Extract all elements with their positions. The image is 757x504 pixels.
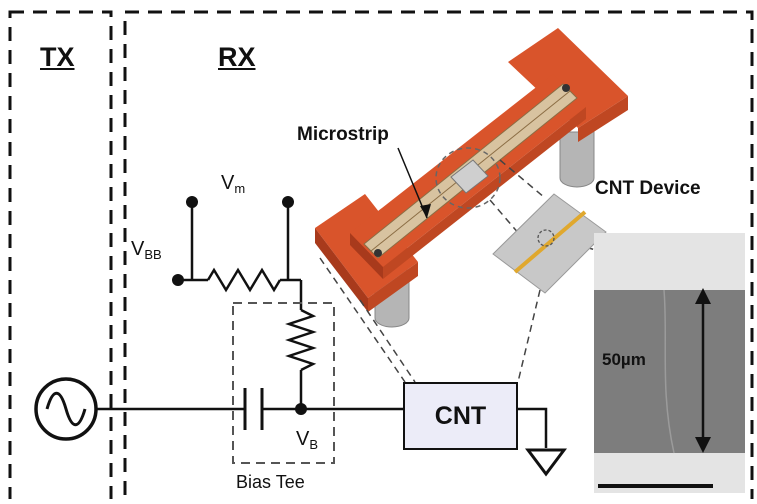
zoom-line-2 (359, 299, 416, 383)
bias-tee-box (232, 302, 335, 464)
vb-label: VB (296, 428, 319, 452)
vm-label: Vm (221, 172, 246, 196)
microstrip-fixture (315, 28, 628, 328)
ground-wire (518, 407, 548, 448)
vbb-label: VBB (131, 238, 162, 262)
sem-image (594, 233, 745, 493)
zoom-line-3 (517, 289, 541, 383)
cnt-device-label: CNT Device (595, 178, 701, 199)
bias-tee-label: Bias Tee (236, 472, 305, 492)
tx-region-border (8, 10, 113, 504)
ac-source-icon (34, 377, 98, 441)
cnt-device-chip (492, 193, 607, 294)
resistor-zigzag (206, 267, 282, 293)
ground-icon (525, 448, 567, 477)
node-vb (295, 403, 307, 415)
microstrip-label: Microstrip (297, 124, 389, 145)
zoom-line-4 (499, 159, 546, 199)
inductor-coil (285, 308, 317, 372)
rx-region-border (123, 10, 754, 504)
cnt-box: CNT (403, 382, 518, 450)
scale-label: 50µm (602, 350, 646, 369)
vm-right-terminal (282, 196, 294, 208)
vbb-terminal (172, 274, 184, 286)
tx-label: TX (40, 42, 75, 72)
vm-left-terminal (186, 196, 198, 208)
zoom-line-1 (319, 257, 406, 383)
zoom-line-5 (489, 199, 521, 236)
rx-label: RX (218, 42, 256, 72)
